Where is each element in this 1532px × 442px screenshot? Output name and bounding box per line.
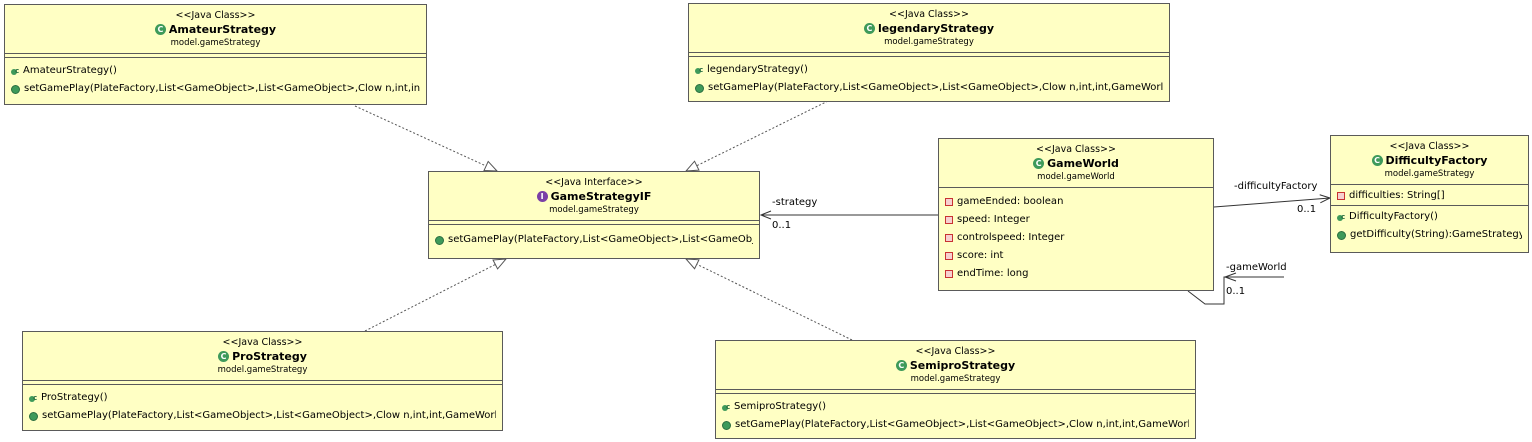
field-row[interactable]: score: int <box>945 247 1207 265</box>
constructor-icon <box>11 62 19 80</box>
method-signature: DifficultyFactory() <box>1349 211 1438 222</box>
field-signature: endTime: long <box>957 268 1029 279</box>
method-row[interactable]: setGamePlay(PlateFactory,List<GameObject… <box>695 79 1163 97</box>
method-signature: setGamePlay(PlateFactory,List<GameObject… <box>708 82 1163 93</box>
class-name: ProStrategy <box>232 350 307 363</box>
constructor-icon <box>695 61 703 79</box>
class-name: DifficultyFactory <box>1385 154 1488 167</box>
class-name: GameStrategyIF <box>550 190 652 203</box>
private-field-icon <box>945 216 953 224</box>
method-signature: getDifficulty(String):GameStrategyIF <box>1350 229 1522 240</box>
constructor-row[interactable]: AmateurStrategy() <box>11 62 420 80</box>
method-row[interactable]: getDifficulty(String):GameStrategyIF <box>1337 226 1522 244</box>
field-row[interactable]: endTime: long <box>945 265 1207 283</box>
method-signature: setGamePlay(PlateFactory,List<GameObject… <box>24 83 420 94</box>
class-icon: C <box>154 24 166 35</box>
package-name: model.gameStrategy <box>549 205 639 215</box>
difficulty-factory-role-label: -difficultyFactory <box>1234 181 1318 192</box>
field-row[interactable]: controlspeed: Integer <box>945 229 1207 247</box>
game-world-multiplicity-label: 0..1 <box>1226 286 1246 297</box>
public-method-icon <box>695 83 704 93</box>
stereotype: <<Java Interface>> <box>545 177 643 188</box>
association-self-gameworld <box>1187 276 1284 305</box>
class-name: legendaryStrategy <box>877 22 995 35</box>
interface-icon: I <box>536 191 548 202</box>
class-icon: C <box>218 351 230 362</box>
method-row[interactable]: setGamePlay(PlateFactory,List<GameObject… <box>11 80 420 98</box>
class-icon: C <box>895 360 907 371</box>
game-world-role-label: -gameWorld <box>1226 262 1287 273</box>
field-signature: controlspeed: Integer <box>957 232 1065 243</box>
method-signature: setGamePlay(PlateFactory,List<GameObject… <box>735 419 1189 430</box>
realization-legendary <box>686 100 829 171</box>
package-name: model.gameStrategy <box>884 37 974 47</box>
private-field-icon <box>945 252 953 260</box>
method-signature: SemiproStrategy() <box>734 401 827 412</box>
class-name: SemiproStrategy <box>909 359 1016 372</box>
public-method-icon <box>435 235 444 245</box>
public-method-icon <box>722 420 731 430</box>
constructor-row[interactable]: SemiproStrategy() <box>722 398 1189 416</box>
class-icon: C <box>1371 155 1383 166</box>
stereotype: <<Java Class>> <box>222 337 303 348</box>
field-signature: gameEnded: boolean <box>957 196 1064 207</box>
stereotype: <<Java Class>> <box>1389 141 1470 152</box>
constructor-row[interactable]: DifficultyFactory() <box>1337 208 1522 226</box>
stereotype: <<Java Class>> <box>175 10 256 21</box>
field-signature: difficulties: String[] <box>1349 190 1445 201</box>
constructor-row[interactable]: legendaryStrategy() <box>695 61 1163 79</box>
realization-pro <box>364 259 506 332</box>
package-name: model.gameStrategy <box>217 365 308 375</box>
field-row[interactable]: gameEnded: boolean <box>945 193 1207 211</box>
package-name: model.gameStrategy <box>170 38 261 48</box>
package-name: model.gameStrategy <box>910 374 1001 384</box>
class-icon: C <box>863 23 875 34</box>
private-field-icon <box>945 198 953 206</box>
constructor-icon <box>1337 208 1345 226</box>
field-row[interactable]: speed: Integer <box>945 211 1207 229</box>
constructor-icon <box>29 389 37 407</box>
difficulty-factory-multiplicity-label: 0..1 <box>1297 204 1317 215</box>
constructor-icon <box>722 398 730 416</box>
field-signature: speed: Integer <box>957 214 1030 225</box>
strategy-role-label: -strategy <box>772 197 818 208</box>
method-row[interactable]: setGamePlay(PlateFactory,List<GameObject… <box>29 407 496 425</box>
field-row[interactable]: difficulties: String[] <box>1337 187 1522 205</box>
stereotype: <<Java Class>> <box>1036 144 1116 155</box>
method-row[interactable]: setGamePlay(PlateFactory,List<GameObject… <box>722 416 1189 434</box>
method-signature: setGamePlay(PlateFactory,List<GameObject… <box>448 234 753 245</box>
realization-semipro <box>686 259 853 341</box>
package-name: model.gameStrategy <box>1384 169 1475 179</box>
constructor-row[interactable]: ProStrategy() <box>29 389 496 407</box>
class-name: AmateurStrategy <box>168 23 277 36</box>
private-field-icon <box>945 234 953 242</box>
method-signature: setGamePlay(PlateFactory,List<GameObject… <box>42 410 496 421</box>
public-method-icon <box>1337 230 1346 240</box>
private-field-icon <box>1337 192 1345 200</box>
class-name: GameWorld <box>1047 157 1119 170</box>
stereotype: <<Java Class>> <box>889 9 969 20</box>
public-method-icon <box>11 84 20 94</box>
stereotype: <<Java Class>> <box>915 346 996 357</box>
field-signature: score: int <box>957 250 1004 261</box>
realization-amateur <box>354 105 497 171</box>
class-icon: C <box>1033 158 1045 169</box>
strategy-multiplicity-label: 0..1 <box>772 220 792 231</box>
method-row[interactable]: setGamePlay(PlateFactory,List<GameObject… <box>435 231 753 249</box>
method-signature: legendaryStrategy() <box>707 64 808 75</box>
package-name: model.gameWorld <box>1037 172 1115 182</box>
private-field-icon <box>945 270 953 278</box>
method-signature: AmateurStrategy() <box>23 65 117 76</box>
public-method-icon <box>29 411 38 421</box>
method-signature: ProStrategy() <box>41 392 108 403</box>
association-difficulty-factory <box>1213 198 1330 208</box>
